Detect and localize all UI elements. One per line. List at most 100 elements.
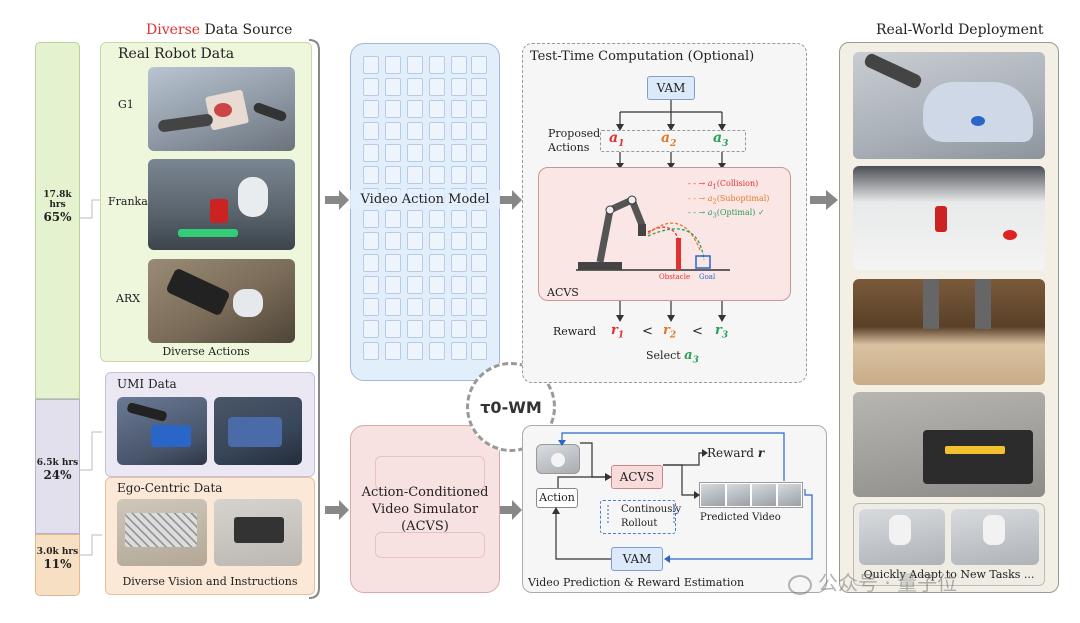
data-source-title: Diverse Data Source xyxy=(146,22,292,38)
robot-label-arx: ARX xyxy=(116,292,141,305)
vam-layer-cell xyxy=(429,166,445,184)
data-source-bracket xyxy=(308,39,320,599)
vam-layer-cell xyxy=(451,254,467,272)
legend-suboptimal: - - → a2(Suboptimal) xyxy=(688,193,770,206)
predicted-frame xyxy=(777,484,801,506)
vam-layer-cell xyxy=(471,100,487,118)
vam-layer-cell xyxy=(429,298,445,316)
stat-bar-ego xyxy=(35,534,80,596)
prediction-vam-label: VAM xyxy=(622,552,652,566)
vam-layer-cell xyxy=(429,144,445,162)
predicted-frame xyxy=(752,484,776,506)
deployment-title: Real-World Deployment xyxy=(876,22,1044,38)
action-a3-symbol: a xyxy=(713,130,723,146)
prediction-reward-label: Reward xyxy=(707,446,754,460)
select-a3-symbol: a xyxy=(684,348,693,363)
test-time-vam-box: VAM xyxy=(647,76,695,100)
photo-ego-1 xyxy=(117,499,207,566)
data-source-title-accent: Diverse xyxy=(146,22,201,38)
vam-layer-cell xyxy=(471,144,487,162)
arrow-acvs-to-prediction xyxy=(500,500,522,520)
vam-layer-cell xyxy=(429,320,445,338)
deploy-photo-table xyxy=(853,279,1045,385)
legend-optimal-label: (Optimal) xyxy=(716,208,756,218)
vam-layer-cell xyxy=(363,232,379,250)
robot-label-g1: G1 xyxy=(118,98,134,111)
proposed-line1: Proposed xyxy=(548,127,601,140)
photo-franka-robot xyxy=(148,159,295,250)
goal-label: Goal xyxy=(699,273,716,281)
vam-layer-cell xyxy=(429,232,445,250)
action-a1: a1 xyxy=(609,130,624,149)
wechat-icon xyxy=(788,574,812,595)
actions-to-acvs-arrows xyxy=(616,152,726,169)
photo-arx-robot xyxy=(148,259,295,343)
stat-percent: 65% xyxy=(43,210,72,224)
vam-layer-cell xyxy=(385,56,401,74)
action-a2: a2 xyxy=(661,130,676,149)
vam-layer-cell xyxy=(385,232,401,250)
vam-layer-cell xyxy=(363,320,379,338)
acvs-to-reward-arrows xyxy=(616,301,726,322)
vam-layer-cell xyxy=(451,232,467,250)
lt-2: < xyxy=(692,324,703,339)
photo-ego-2 xyxy=(214,499,302,566)
reward-r1: r1 xyxy=(611,323,624,341)
ego-caption: Diverse Vision and Instructions xyxy=(122,575,298,588)
proposed-actions-label: Proposed Actions xyxy=(548,127,600,155)
vam-layer-cell xyxy=(363,78,379,96)
stat-hours: 6.5k hrs xyxy=(36,458,79,468)
vam-layer-cell xyxy=(363,298,379,316)
select-a3-sub: 3 xyxy=(692,355,699,366)
bar-connectors xyxy=(80,199,102,556)
vam-layer-cell xyxy=(363,254,379,272)
select-label: Select xyxy=(646,349,681,362)
legend-optimal: - - → a3(Optimal) ✓ xyxy=(688,208,765,220)
reward-r2-symbol: r xyxy=(663,323,670,338)
reward-r1-sub: 1 xyxy=(617,330,625,341)
action-a1-symbol: a xyxy=(609,130,619,146)
reward-r3-symbol: r xyxy=(715,323,722,338)
vam-layer-cell xyxy=(429,276,445,294)
vam-layer-cell xyxy=(471,210,487,228)
vam-layer-cell xyxy=(451,100,467,118)
vam-layer-cell xyxy=(407,100,423,118)
prediction-reward: Reward r xyxy=(707,446,764,460)
stat-bar-real-robot xyxy=(35,42,80,399)
prediction-reward-symbol: r xyxy=(757,446,765,460)
stat-hours: 17.8k hrs xyxy=(43,190,72,210)
predicted-video-strip xyxy=(699,482,803,508)
proposed-actions-box xyxy=(600,130,746,152)
vam-layer-cell xyxy=(385,210,401,228)
vam-layer-cell xyxy=(385,100,401,118)
vam-layer-cell xyxy=(407,56,423,74)
vam-layer-cell xyxy=(407,298,423,316)
vam-layer-cell xyxy=(451,320,467,338)
vam-layer-cell xyxy=(471,166,487,184)
watermark: 公众号 · 量子位 xyxy=(788,567,957,596)
prediction-footer: Video Prediction & Reward Estimation xyxy=(528,576,745,589)
deploy-photo-humanoid-1 xyxy=(859,509,945,565)
vam-layer-cell xyxy=(385,78,401,96)
predicted-frame xyxy=(726,484,750,506)
vam-layer-cell xyxy=(363,166,379,184)
vam-layer-cell xyxy=(407,232,423,250)
data-source-title-rest: Data Source xyxy=(200,22,293,38)
vam-layer-cell xyxy=(385,320,401,338)
vam-layer-cell xyxy=(451,276,467,294)
vam-layer-cell xyxy=(429,56,445,74)
vam-layer-cell xyxy=(429,78,445,96)
vam-layer-cell xyxy=(407,320,423,338)
stat-percent: 11% xyxy=(43,557,72,571)
action-a1-sub: 1 xyxy=(618,138,625,149)
test-time-vam-label: VAM xyxy=(656,81,686,95)
action-a2-symbol: a xyxy=(661,130,671,146)
tau0-wm-badge-label: τ0-WM xyxy=(480,397,542,417)
vam-layer-cell xyxy=(471,56,487,74)
test-time-title: Test-Time Computation (Optional) xyxy=(530,49,755,64)
deploy-photo-can xyxy=(853,166,1045,270)
vam-layer-cell xyxy=(407,122,423,140)
rollout-line1: Continously xyxy=(621,504,682,515)
arrow-to-acvs xyxy=(325,500,349,520)
deploy-photo-toolbox xyxy=(853,392,1045,497)
